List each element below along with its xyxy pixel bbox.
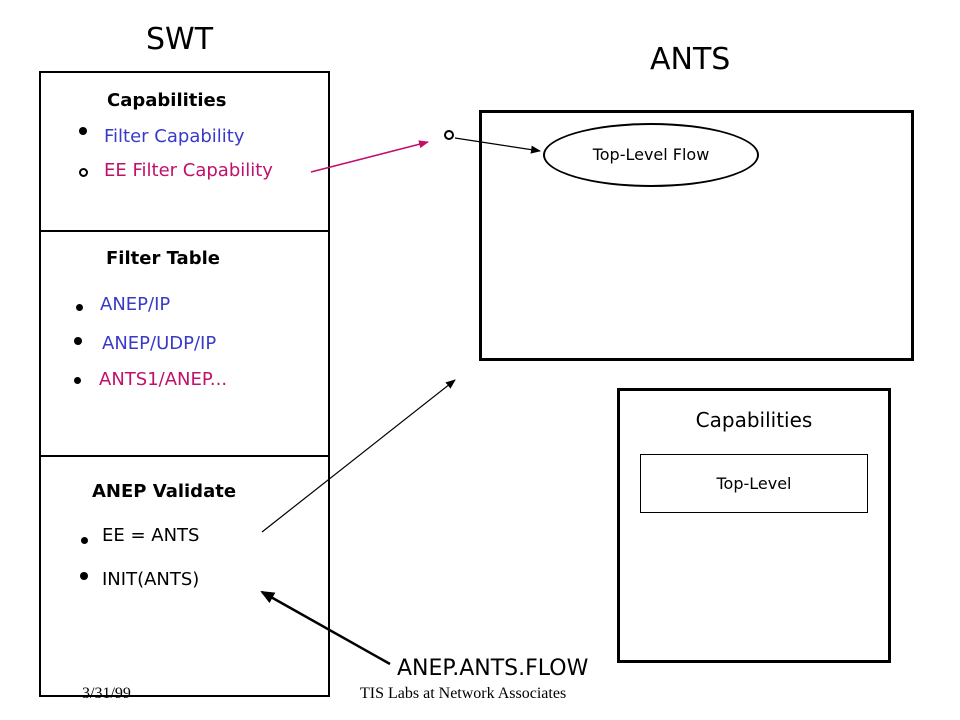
top-level-flow-label: Top-Level Flow bbox=[592, 145, 710, 164]
filter-item-anep-ip: ANEP/IP bbox=[100, 294, 171, 315]
anep-ants-flow-annotation: ANEP.ANTS.FLOW bbox=[397, 656, 589, 681]
bullet-dot bbox=[74, 337, 82, 345]
arrow-validate-to-ants bbox=[261, 379, 456, 533]
top-level-label: Top-Level bbox=[716, 474, 792, 493]
footer-date: 3/31/99 bbox=[82, 685, 131, 702]
bullet-ring bbox=[79, 168, 88, 177]
ants-title: ANTS bbox=[650, 42, 731, 77]
anep-validate-header: ANEP Validate bbox=[92, 481, 237, 502]
ants-flow-box bbox=[479, 110, 914, 361]
bullet-dot bbox=[76, 304, 83, 311]
bullet-dot bbox=[74, 377, 81, 384]
swt-divider-1 bbox=[39, 230, 330, 232]
arrow-ee-filter-to-ants bbox=[310, 140, 429, 173]
pointer-ring bbox=[444, 130, 454, 140]
bullet-dot bbox=[81, 537, 88, 544]
arrow-ring-to-flow bbox=[454, 137, 541, 154]
swt-box bbox=[39, 71, 330, 697]
validate-item-ee-ants: EE = ANTS bbox=[102, 525, 200, 546]
filter-item-anep-udp-ip: ANEP/UDP/IP bbox=[102, 333, 217, 354]
top-level-flow-ellipse bbox=[543, 123, 759, 187]
arrow-flow-to-init bbox=[260, 590, 391, 666]
footer-org: TIS Labs at Network Associates bbox=[360, 685, 567, 702]
filter-capability-item: Filter Capability bbox=[104, 126, 245, 147]
bullet-dot bbox=[80, 572, 88, 580]
ants-capabilities-header: Capabilities bbox=[695, 408, 813, 432]
ants-capabilities-box bbox=[617, 388, 891, 663]
swt-divider-2 bbox=[39, 455, 330, 457]
filter-item-ants1-anep: ANTS1/ANEP... bbox=[99, 369, 228, 390]
bullet-dot bbox=[79, 127, 87, 135]
validate-item-init-ants: INIT(ANTS) bbox=[102, 569, 200, 590]
top-level-box bbox=[640, 454, 868, 513]
swt-capabilities-header: Capabilities bbox=[107, 90, 227, 111]
filter-table-header: Filter Table bbox=[106, 248, 220, 269]
swt-title: SWT bbox=[146, 22, 214, 57]
ee-filter-capability-item: EE Filter Capability bbox=[104, 160, 273, 181]
